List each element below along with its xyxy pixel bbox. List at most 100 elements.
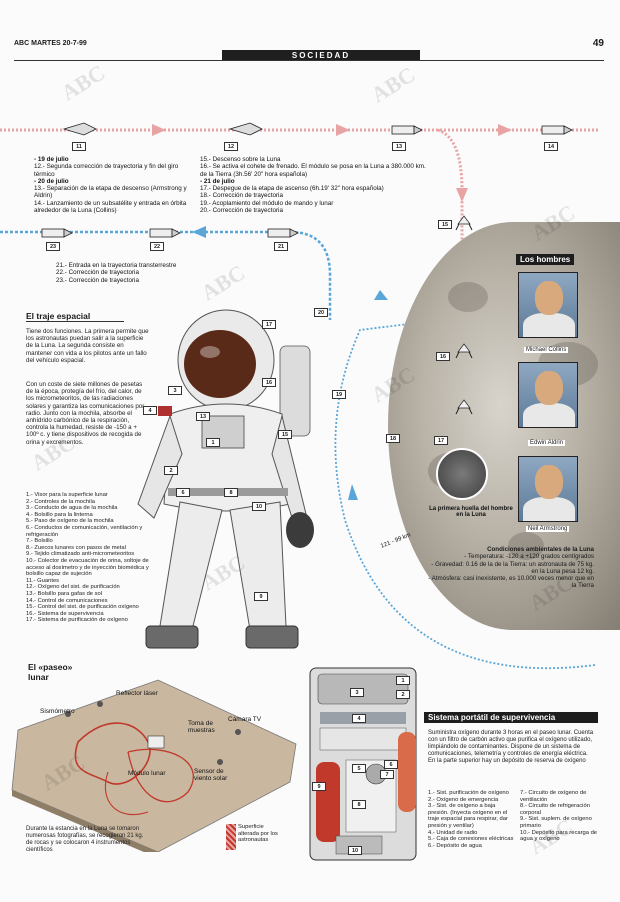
lunar-module-icon [455,399,473,415]
portrait-caption: Edwin Aldrin [528,440,566,446]
walk-caption: Durante la estancia en la Luna se tomaro… [26,826,144,853]
part-badge: 3 [168,386,182,395]
list-item: 17.- Sistema de purificación de oxígeno [26,617,128,624]
step-badge: 18 [386,434,400,443]
timeline-item: 21.- Entrada en la trayectoria transterr… [56,262,177,269]
step-badge: 12 [224,142,238,151]
pink-arrow [456,188,468,202]
part-badge: 9 [254,592,268,601]
date-line: ABC MARTES 20-7-99 [14,40,87,47]
timeline-date: - 19 de julio [34,156,69,163]
command-module-icon [149,228,181,238]
portrait-collins [518,272,578,338]
part-badge: 8 [352,800,366,809]
list-item: 3.- Sist. de oxígeno a baja presión. (In… [428,803,508,829]
timeline-col3: 21.- Entrada en la trayectoria transterr… [56,262,256,284]
spacecraft-icon [228,122,263,136]
suit-title: El traje espacial [26,311,124,322]
footprint-caption: La primera huella del hombre en la Luna [429,506,513,518]
backpack-title: Sistema portátil de supervivencia [424,712,598,723]
list-item: 2.- Oxígeno de emergencia [428,796,499,803]
part-badge: 4 [352,714,366,723]
part-badge: 2 [396,690,410,699]
masthead: ABC MARTES 20-7-99 49 [14,38,604,52]
list-item: 7.- Bolsillo [26,538,53,545]
command-module-icon [541,125,573,135]
walk-label: Módulo lunar [128,770,166,777]
lunar-module-icon [455,215,473,231]
list-item: 11.- Guantes [26,577,60,584]
condition-line: - Atmósfera: casi inexistente, es 10.000… [428,575,594,590]
timeline-item: 16.- Se activa el cohete de frenado. El … [200,163,426,178]
walk-legend: Superficie alterada por los astronautas [238,824,278,844]
part-badge: 17 [262,320,276,329]
suit-para-2: Con un coste de siete millones de peseta… [26,381,145,446]
walk-label: Reflector láser [116,690,158,697]
command-module-icon [41,228,73,238]
lunar-module-icon [455,343,473,359]
command-module-icon [267,228,299,238]
men-title: Los hombres [516,254,575,265]
list-item: 5.- Paso de oxígeno de la mochila [26,518,114,525]
step-badge: 11 [72,142,86,151]
list-item: 10.- Depósito para recarga de agua y oxí… [520,829,598,843]
timeline-item: 13.- Separación de la etapa de descenso … [34,185,187,200]
list-item: 12.- Oxígeno del sist. de purificación [26,584,120,591]
part-badge: 5 [352,764,366,773]
step-badge: 14 [544,142,558,151]
walk-label: Cámara TV [228,716,262,723]
step-badge: 20 [314,308,328,317]
conditions-title: Condiciones ambientales de la Luna [487,546,594,553]
timeline-item: 20.- Corrección de trayectoria [200,207,283,215]
part-badge: 1 [206,438,220,447]
list-item: 6.- Conductos de comunicación, ventilaci… [26,524,143,538]
walk-label: Sensor de viento solar [194,768,228,782]
command-module-icon [391,125,423,135]
legend-swatch [226,824,236,850]
portrait-caption: Michael Collins [524,347,569,353]
timeline-item: 19.- Acoplamiento del módulo de mando y … [200,199,334,207]
blue-orbit-path [334,319,596,670]
timeline-col1: - 19 de julio 12.- Segunda corrección de… [34,156,199,214]
step-badge: 17 [434,436,448,445]
list-item: 1.- Sist. purificación de oxígeno [428,790,509,796]
walk-title-line: El «paseo» [28,662,73,672]
part-badge: 3 [350,688,364,697]
part-badge: 4 [143,406,157,415]
timeline-item: 18.- Corrección de trayectoria [200,192,283,200]
walk-title-line: lunar [28,672,49,682]
part-badge: 10 [252,502,266,511]
list-item: 9.- Tejido climatizado anti-micrometeori… [26,551,135,558]
part-badge: 10 [348,846,362,855]
blue-arrow [192,226,206,238]
section-label: SOCIEDAD [222,50,420,61]
pink-arrow [498,124,512,136]
portrait-aldrin [518,362,578,428]
part-badge: 15 [278,430,292,439]
walk-label: Toma de muestras [188,720,215,734]
backpack-list-right: 7.- Circuito de oxígeno de ventilación 8… [520,790,598,843]
timeline-item: 17.- Despegue de la etapa de ascenso (6h… [200,185,384,193]
list-item: 8.- Zuecos lunares con pasos de metal [26,544,126,551]
blue-arrow [374,290,388,300]
condition-line: - Temperatura: -120 a +120 grados centíg… [464,553,594,561]
pink-arrow [152,124,166,136]
timeline-date: - 20 de julio [34,177,69,185]
conditions-block: Condiciones ambientales de la Luna - Tem… [426,546,594,590]
step-badge: 15 [438,220,452,229]
backpack-list-left: 1.- Sist. purificación de oxígeno 2.- Ox… [428,790,516,849]
list-item: 14.- Control de comunicaciones [26,597,108,604]
timeline-item: 22.- Corrección de trayectoria [56,269,139,277]
timeline-item: 15.- Descenso sobre la Luna [200,156,281,163]
backpack-para: Suministra oxígeno durante 3 horas en el… [428,730,594,764]
timeline-date: - 21 de julio [200,177,235,185]
lunar-terrain-map [11,679,297,852]
portrait-caption: Neil Armstrong [526,526,570,532]
list-item: 6.- Depósito de agua [428,842,482,849]
list-item: 8.- Circuito de refrigeración corporal [520,803,590,816]
pink-arrow [336,124,350,136]
list-item: 4.- Bolsillo para la linterna [26,511,93,518]
list-item: 1.- Visor para la superficie lunar [26,492,108,498]
list-item: 15.- Control del sist. de purificación o… [26,604,139,611]
